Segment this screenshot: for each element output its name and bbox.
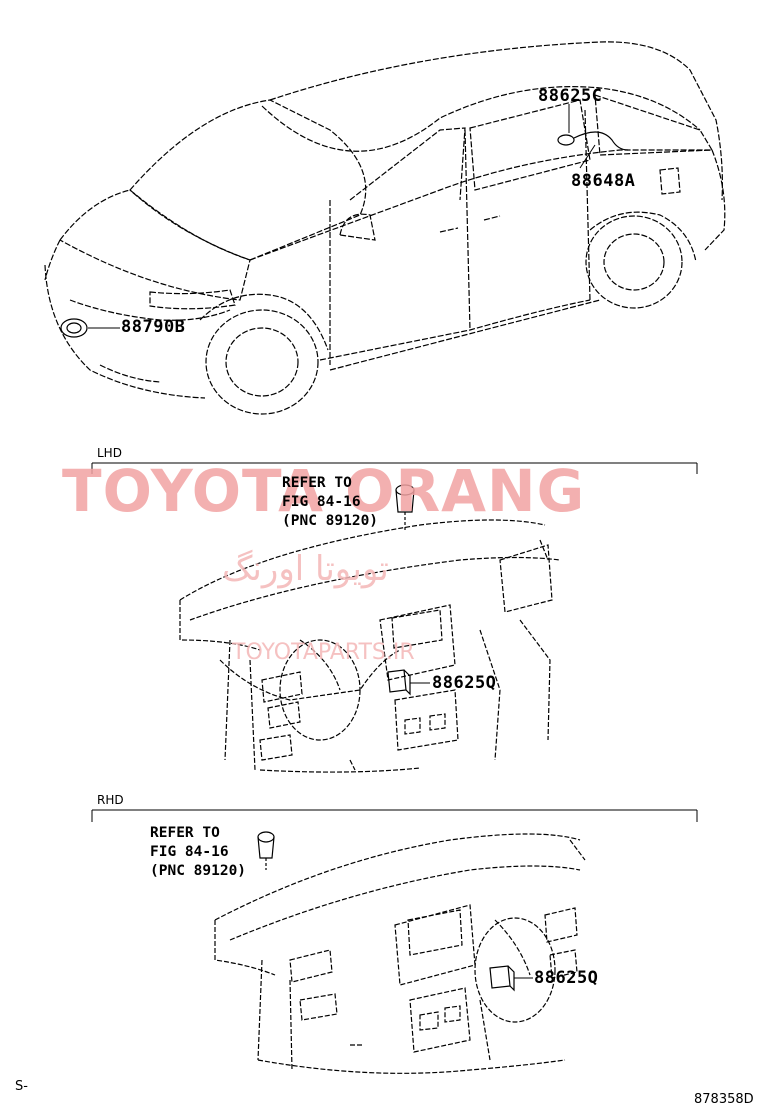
lhd-bracket xyxy=(91,462,698,474)
rhd-refer-clip xyxy=(257,831,275,870)
rhd-bracket xyxy=(91,809,698,822)
leader-lines-van xyxy=(88,104,596,329)
van-illustration xyxy=(44,41,726,415)
part-label-88625Q-lhd: 88625Q xyxy=(432,673,497,693)
lhd-refer-clip xyxy=(395,484,415,530)
rhd-dashboard xyxy=(214,833,586,1074)
refer-note-lhd: REFER TO FIG 84-16 (PNC 89120) xyxy=(282,474,378,531)
refer-line-3: (PNC 89120) xyxy=(150,863,247,879)
part-label-88625C: 88625C xyxy=(538,86,603,106)
refer-line-1: REFER TO xyxy=(150,825,220,841)
part-label-88625Q-rhd: 88625Q xyxy=(534,968,599,988)
refer-line-3: (PNC 89120) xyxy=(282,513,379,529)
watermark-url: TOYOTAPARTS.IR xyxy=(232,640,415,665)
section-label-lhd: LHD xyxy=(97,446,122,460)
section-label-rhd: RHD xyxy=(97,793,124,807)
sensor-88625C xyxy=(557,131,629,151)
refer-note-rhd: REFER TO FIG 84-16 (PNC 89120) xyxy=(150,824,246,881)
lhd-switch-88625Q xyxy=(387,669,430,696)
footer-code-left: S- xyxy=(15,1079,28,1094)
rhd-switch-88625Q xyxy=(489,965,533,992)
part-label-88648A: 88648A xyxy=(571,171,636,191)
footer-illustration-number: 878358D xyxy=(694,1092,754,1107)
horn-88790B xyxy=(60,318,88,338)
lhd-dashboard xyxy=(179,519,561,773)
refer-line-1: REFER TO xyxy=(282,475,352,491)
watermark-brand: TOYOTA ORANG xyxy=(62,457,586,525)
refer-line-2: FIG 84-16 xyxy=(150,844,229,860)
part-label-88790B: 88790B xyxy=(121,317,186,337)
refer-line-2: FIG 84-16 xyxy=(282,494,361,510)
watermark-persian: تویوتا اورنگ xyxy=(222,549,389,589)
